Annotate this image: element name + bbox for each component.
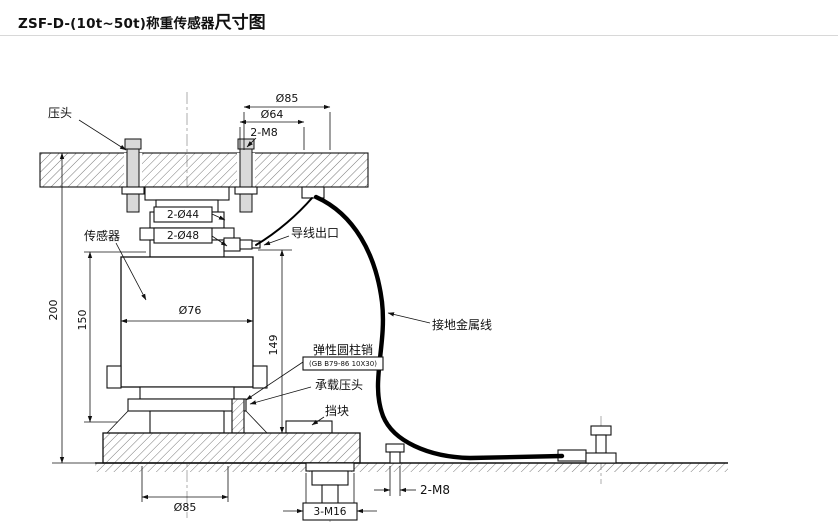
label-ground-wire: 接地金属线 [387, 312, 492, 332]
dim-total-height: 200 [40, 152, 103, 464]
svg-text:149: 149 [267, 335, 280, 356]
label-wire-outlet: 导线出口 [263, 226, 339, 246]
label-bearing-head: 承载压头 [249, 378, 363, 405]
dim-right-height: 149 [258, 249, 292, 434]
page-title: ZSF-D-(10t~50t)称重传感器尺寸图 [18, 8, 266, 33]
svg-text:Ø85: Ø85 [276, 92, 299, 105]
cable-clamp [301, 186, 325, 199]
dim-body-diameter: Ø76 [120, 304, 254, 324]
svg-text:2-Ø48: 2-Ø48 [167, 230, 199, 242]
svg-text:压头: 压头 [48, 106, 72, 120]
label-stop-block: 挡块 [311, 404, 349, 426]
svg-text:2-Ø44: 2-Ø44 [167, 209, 199, 221]
mounting-bolts-2m8 [121, 138, 258, 213]
svg-text:接地金属线: 接地金属线 [432, 317, 492, 332]
cable-gland [223, 237, 261, 252]
bearing-assembly [106, 386, 333, 434]
dim-base-diameter: Ø85 [141, 466, 229, 514]
svg-text:200: 200 [47, 300, 60, 321]
header-divider [0, 35, 838, 36]
dim-contact-48: 2-Ø48 [153, 227, 228, 247]
label-elastic-pin: 弹性圆柱销 (GB B79-86 10X30) [245, 342, 384, 401]
dim-top-bolts: 2-M8 [246, 126, 278, 148]
sensor-side-tab-left [106, 365, 122, 389]
svg-text:150: 150 [76, 310, 89, 331]
title-suffix-text: 尺寸图 [214, 13, 266, 33]
dim-top-outer: Ø85 [243, 92, 331, 150]
top-mounting-plate [39, 152, 369, 199]
label-sensor: 传感器 [84, 228, 147, 301]
dim-anchor-bolts: 3-M16 [314, 506, 347, 518]
dim-ground-bolts: 2-M8 [420, 483, 450, 497]
label-pressure-head: 压头 [48, 106, 127, 151]
dim-contact-44: 2-Ø44 [153, 206, 226, 223]
dim-top-inner: Ø64 [239, 108, 305, 150]
title-model-text: ZSF-D-(10t~50t)称重传感器 [18, 16, 215, 32]
svg-text:(GB B79-86 10X30): (GB B79-86 10X30) [309, 360, 377, 368]
svg-text:Ø85: Ø85 [174, 501, 197, 514]
svg-text:承载压头: 承载压头 [315, 378, 363, 392]
base-plate [102, 432, 361, 464]
ground-stud-2m8: 2-M8 [374, 443, 450, 497]
anchor-bolt-3m16: 3-M16 [283, 462, 377, 521]
elastic-pin-shape [231, 398, 245, 434]
svg-text:Ø76: Ø76 [179, 304, 202, 317]
svg-text:Ø64: Ø64 [261, 108, 284, 121]
dim-body-height: 150 [76, 251, 146, 423]
stop-block-shape [285, 420, 333, 434]
sensor-side-tab-right [252, 365, 268, 389]
foundation-line [95, 462, 728, 472]
svg-text:2-M8: 2-M8 [250, 126, 277, 139]
svg-text:挡块: 挡块 [325, 404, 349, 418]
svg-text:传感器: 传感器 [84, 228, 120, 243]
svg-text:弹性圆柱销: 弹性圆柱销 [313, 342, 373, 357]
sensor-body [106, 256, 268, 389]
svg-text:导线出口: 导线出口 [291, 226, 339, 240]
ground-terminal [557, 425, 617, 464]
